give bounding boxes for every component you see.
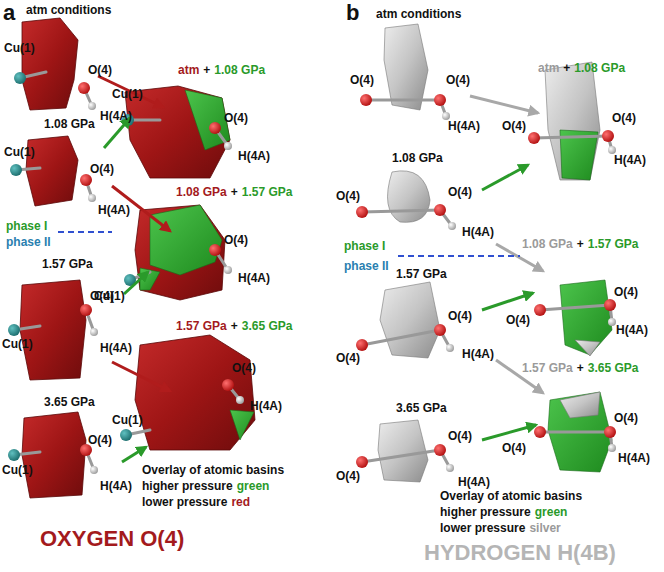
figure-label: H(4A) bbox=[616, 324, 648, 338]
figure-label: O(4) bbox=[224, 234, 248, 248]
figure-label: b bbox=[346, 0, 359, 25]
figure-label: 1.57 GPa bbox=[176, 320, 227, 334]
figure-label: 3.65 GPa bbox=[396, 402, 447, 416]
figure-label: 3.65 GPa bbox=[242, 320, 293, 334]
figure-label: higher pressure bbox=[142, 480, 233, 494]
figure-label: + bbox=[577, 238, 584, 252]
figure-label: O(4) bbox=[88, 434, 112, 448]
figure-label: + bbox=[563, 62, 570, 76]
figure-label: O(4) bbox=[336, 352, 360, 366]
figure-label: O(4) bbox=[90, 290, 114, 304]
figure-label: Cu(1) bbox=[2, 338, 33, 352]
figure-label: Cu(1) bbox=[112, 414, 143, 428]
figure-label: atm bbox=[538, 62, 559, 76]
figure-label: H(4A) bbox=[462, 348, 494, 362]
figure-label: H(4A) bbox=[462, 226, 494, 240]
figure-label: OXYGEN O(4) bbox=[40, 526, 184, 551]
figure-label: H(4A) bbox=[238, 272, 270, 286]
figure-label: 1.57 GPa bbox=[42, 258, 93, 272]
figure-label: O(4) bbox=[232, 362, 256, 376]
figure-label: O(4) bbox=[448, 430, 472, 444]
figure-label: H(4A) bbox=[100, 110, 132, 124]
figure-label: O(4) bbox=[88, 64, 112, 78]
figure-label: Cu(1) bbox=[2, 464, 33, 478]
figure-label: O(4) bbox=[502, 120, 526, 134]
figure-label: Cu(1) bbox=[4, 146, 35, 160]
figure-label: 1.08 GPa bbox=[392, 152, 443, 166]
figure-label: + bbox=[231, 186, 238, 200]
figure-label: H(4A) bbox=[100, 480, 132, 494]
figure-label: O(4) bbox=[336, 470, 360, 484]
figure-label: atm conditions bbox=[26, 4, 111, 18]
figure-label: O(4) bbox=[350, 74, 374, 88]
figure-label: H(4A) bbox=[98, 204, 130, 218]
figure-label: 3.65 GPa bbox=[588, 362, 639, 376]
figure-label: O(4) bbox=[448, 186, 472, 200]
figure-label: Cu(1) bbox=[4, 42, 35, 56]
figure-label: 1.08 GPa bbox=[44, 118, 95, 132]
figure-label: H(4A) bbox=[238, 150, 270, 164]
figure-label: 1.08 GPa bbox=[574, 62, 625, 76]
figure-label: 1.08 GPa bbox=[214, 64, 265, 78]
figure-label: 3.65 GPa bbox=[44, 396, 95, 410]
figure-label: O(4) bbox=[224, 112, 248, 126]
figure-label: phase I bbox=[6, 220, 47, 234]
figure-label: O(4) bbox=[614, 412, 638, 426]
figure-label: O(4) bbox=[90, 163, 114, 177]
figure-label: 1.57 GPa bbox=[522, 362, 573, 376]
figure-label: atm conditions bbox=[376, 8, 461, 22]
figure-label: H(4A) bbox=[618, 452, 650, 466]
figure-label: O(4) bbox=[448, 310, 472, 324]
figure-label: 1.08 GPa bbox=[522, 238, 573, 252]
figure-label: H(4A) bbox=[250, 400, 282, 414]
figure-label: O(4) bbox=[502, 442, 526, 456]
figure-label: H(4A) bbox=[614, 154, 646, 168]
figure-label: a bbox=[3, 0, 15, 25]
figure-label: silver bbox=[529, 522, 560, 536]
figure-label: Overlay of atomic basins bbox=[142, 464, 284, 478]
figure-label: atm bbox=[178, 64, 199, 78]
figure-label: 1.08 GPa bbox=[176, 186, 227, 200]
figure-label: lower pressure bbox=[440, 522, 525, 536]
figure-label: 1.57 GPa bbox=[588, 238, 639, 252]
figure-label: + bbox=[577, 362, 584, 376]
figure-label: O(4) bbox=[336, 190, 360, 204]
figure-label: phase I bbox=[344, 240, 385, 254]
figure-label: green bbox=[237, 480, 270, 494]
figure-label: phase II bbox=[6, 236, 51, 250]
figure-label: O(4) bbox=[446, 74, 470, 88]
figure-label: Cu(1) bbox=[112, 88, 143, 102]
figure-label: H(4A) bbox=[458, 476, 490, 490]
figure-label: phase II bbox=[344, 260, 389, 274]
figure-label: 1.57 GPa bbox=[242, 186, 293, 200]
figure-label: 1.57 GPa bbox=[396, 268, 447, 282]
figure-label: + bbox=[203, 64, 210, 78]
figure-label: Overlay of atomic basins bbox=[440, 490, 582, 504]
figure-label: O(4) bbox=[612, 112, 636, 126]
figure-label: H(4A) bbox=[448, 120, 480, 134]
figure-label: H(4A) bbox=[100, 342, 132, 356]
figure-label: higher pressure bbox=[440, 506, 531, 520]
figure-label: red bbox=[231, 496, 250, 510]
figure-label: O(4) bbox=[614, 286, 638, 300]
figure-label: green bbox=[535, 506, 568, 520]
figure-label: lower pressure bbox=[142, 496, 227, 510]
figure-label: O(4) bbox=[506, 314, 530, 328]
figure-label: + bbox=[231, 320, 238, 334]
figure-label: HYDROGEN H(4B) bbox=[424, 540, 616, 565]
